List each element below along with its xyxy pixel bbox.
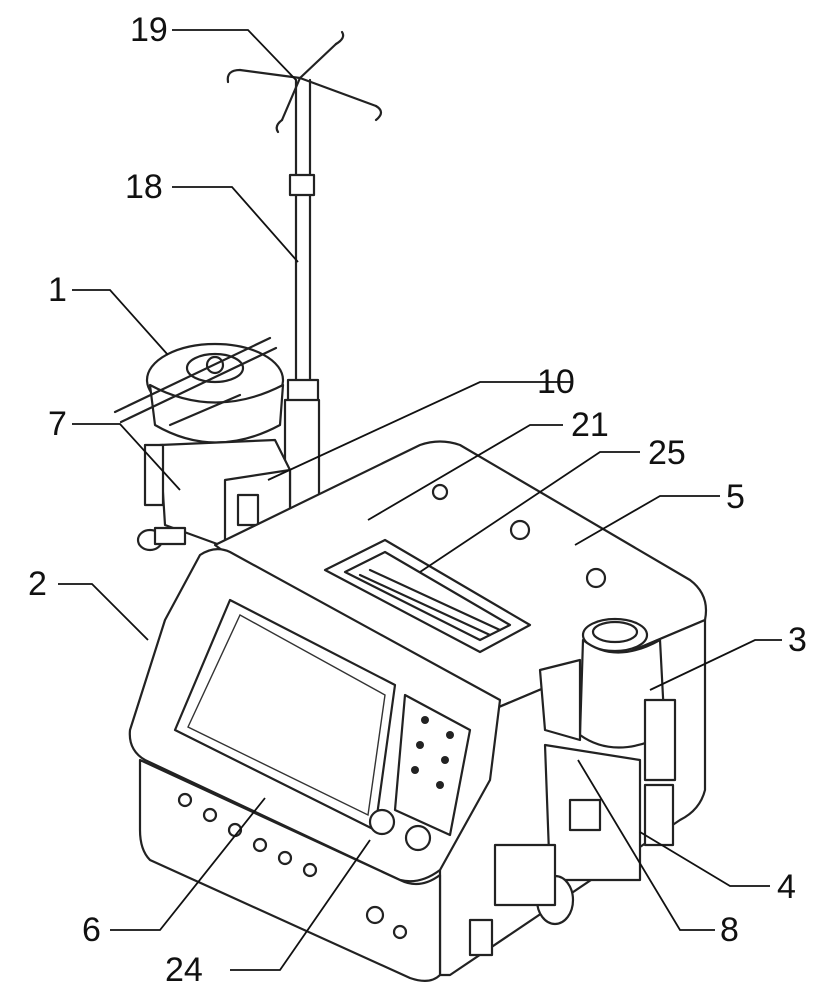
top-holes (431, 483, 607, 589)
side-bracket-4-8 (468, 698, 677, 957)
label-24: 24 (165, 951, 203, 989)
label-19: 19 (130, 11, 168, 49)
side-cup-3 (538, 617, 667, 749)
label-10: 10 (537, 363, 575, 401)
label-4: 4 (777, 868, 796, 906)
label-1: 1 (48, 271, 67, 309)
label-21: 21 (571, 406, 609, 444)
hanger-hooks (226, 30, 383, 134)
label-18: 18 (125, 168, 163, 206)
top-recess-21 (323, 538, 532, 654)
front-connectors (177, 792, 408, 940)
label-25: 25 (648, 434, 686, 472)
label-6: 6 (82, 911, 101, 949)
container-assembly (113, 336, 285, 444)
label-2: 2 (28, 565, 47, 603)
label-7: 7 (48, 405, 67, 443)
label-5: 5 (726, 478, 745, 516)
label-8: 8 (720, 911, 739, 949)
leader-lines (58, 29, 782, 971)
button-panel (368, 693, 472, 852)
label-3: 3 (788, 621, 807, 659)
